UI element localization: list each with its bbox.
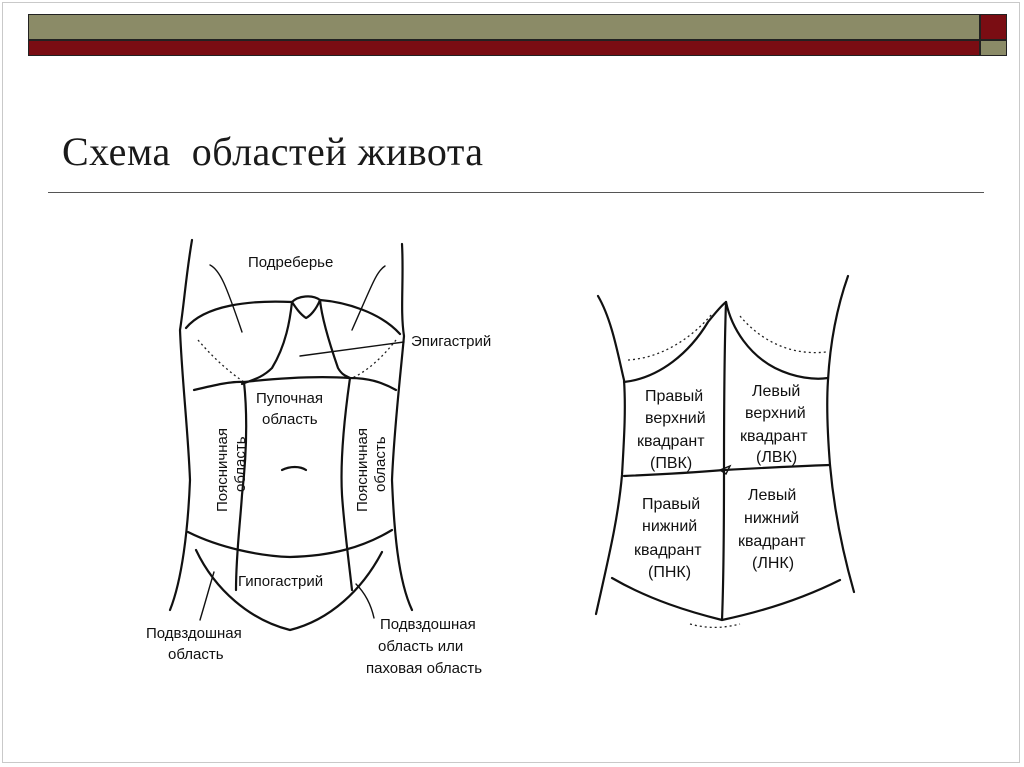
- slide-title: Схема областей живота: [62, 129, 484, 174]
- olive-square: [980, 40, 1007, 56]
- q-ll-1: Левый: [748, 487, 796, 504]
- quad-midline: [720, 300, 728, 622]
- abdominal-quadrants-figure: Правый верхний квадрант (ПВК) Левый верх…: [594, 274, 856, 629]
- rib-left-dotted: [197, 339, 245, 383]
- q-rl-1: Правый: [642, 496, 700, 513]
- xiphoid: [290, 295, 322, 320]
- quad-costal-right-dotted: [739, 315, 827, 354]
- epigastric-pointer: [299, 341, 405, 357]
- label-hypogastric: Гипогастрий: [238, 573, 323, 590]
- rib-left-inner: [240, 300, 294, 386]
- subcostal-plane: [192, 376, 398, 392]
- q-ll-2: нижний: [744, 510, 799, 527]
- label-iliac-right-1: Подвздошная: [380, 616, 476, 633]
- torso-right-edge: [390, 242, 414, 612]
- label-lumbar-right-1: Поясничная: [354, 428, 371, 512]
- rib-right-dotted: [351, 339, 397, 379]
- q-ll-4: (ЛНК): [752, 555, 794, 572]
- quad-costal-right: [724, 300, 830, 380]
- quad-lower-arc: [610, 576, 842, 622]
- quad-torso-left: [594, 294, 626, 616]
- label-epigastric: Эпигастрий: [411, 333, 491, 350]
- quad-lower-dotted: [689, 623, 741, 629]
- inguinal-lines: [194, 548, 384, 632]
- right-vertical-line: [340, 376, 354, 592]
- q-rl-4: (ПНК): [648, 564, 691, 581]
- label-subcostal: Подреберье: [248, 254, 333, 271]
- subcostal-pointer-left: [209, 264, 243, 333]
- iliac-pointer-left: [199, 571, 215, 621]
- q-lu-3: квадрант: [740, 428, 808, 445]
- q-ru-2: верхний: [645, 410, 706, 427]
- q-lu-4: (ЛВК): [756, 449, 797, 466]
- red-stripe: [28, 40, 980, 56]
- label-iliac-right-3: паховая область: [366, 660, 482, 677]
- label-iliac-left-2: область: [168, 646, 224, 663]
- q-lu-2: верхний: [745, 405, 806, 422]
- label-lumbar-right-2: область: [372, 436, 389, 492]
- label-umbilical-2: область: [262, 411, 318, 428]
- subcostal-pointer-right: [351, 265, 386, 331]
- intertubercular-plane: [186, 528, 394, 559]
- label-umbilical-1: Пупочная: [256, 390, 323, 407]
- left-vertical-line: [234, 380, 248, 592]
- label-lumbar-left-2: область: [232, 436, 249, 492]
- iliac-pointer-right: [355, 583, 375, 619]
- q-ll-3: квадрант: [738, 533, 806, 550]
- label-iliac-left-1: Подвздошная: [146, 625, 242, 642]
- rib-right-inner: [318, 298, 352, 380]
- header-decoration-bar: [28, 14, 1007, 58]
- abdominal-regions-figure: Подреберье Эпигастрий Пупочная область П…: [146, 238, 491, 677]
- quad-costal-left: [622, 300, 728, 384]
- q-ru-1: Правый: [645, 388, 703, 405]
- q-ru-4: (ПВК): [650, 455, 692, 472]
- q-rl-3: квадрант: [634, 542, 702, 559]
- olive-stripe: [28, 14, 980, 40]
- label-iliac-right-2: область или: [378, 638, 463, 655]
- quad-torso-right: [826, 274, 856, 594]
- navel: [280, 465, 308, 472]
- torso-left-edge: [168, 238, 194, 612]
- red-square: [980, 14, 1007, 40]
- q-rl-2: нижний: [642, 518, 697, 535]
- costal-left: [184, 300, 294, 330]
- q-ru-3: квадрант: [637, 433, 705, 450]
- label-lumbar-left-1: Поясничная: [214, 428, 231, 512]
- title-underline: [48, 192, 984, 193]
- costal-right: [318, 298, 402, 336]
- q-lu-1: Левый: [752, 383, 800, 400]
- quad-horizontal: [622, 463, 832, 478]
- quad-costal-left-dotted: [627, 313, 713, 361]
